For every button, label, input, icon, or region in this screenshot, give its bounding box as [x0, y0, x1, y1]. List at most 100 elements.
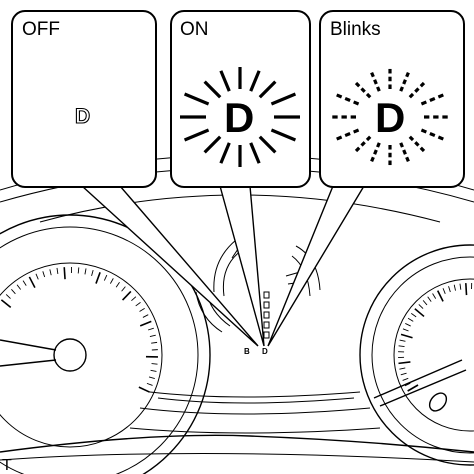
gauge-tick: [77, 267, 80, 274]
corner-mark: T: [2, 457, 12, 474]
panel-on-rays: [180, 67, 300, 167]
gauge-tick: [442, 288, 446, 294]
left-gauge: [0, 214, 211, 474]
blink-ray-dash: [419, 146, 426, 153]
blink-ray-dash: [414, 87, 420, 93]
panel-blinks-label: Blinks: [330, 19, 381, 40]
blink-ray-dash: [402, 149, 407, 155]
panel-on: ON D: [170, 10, 311, 188]
dashboard-lower-contours: [0, 391, 474, 463]
gauge-tick: [418, 304, 424, 309]
blink-ray-dash: [408, 92, 415, 99]
blink-ray-dash: [370, 71, 375, 78]
gauge-tick: [148, 376, 155, 379]
on-ray: [219, 70, 231, 92]
gauge-tick: [135, 301, 141, 307]
blink-ray-dash: [354, 81, 361, 88]
gauge-tick: [109, 278, 114, 284]
gauge-tick: [131, 296, 137, 302]
blink-ray-dash: [399, 86, 404, 92]
panel-off-label: OFF: [22, 19, 60, 40]
blink-ray-dash: [370, 156, 375, 163]
indicator-b-small: B: [244, 347, 250, 356]
gauge-tick: [138, 386, 151, 393]
gauge-tick: [402, 377, 409, 381]
on-ray: [183, 92, 210, 106]
gauge-tick: [28, 276, 36, 288]
blink-ray-dash: [344, 96, 351, 102]
gauge-tick: [142, 314, 149, 318]
blink-ray-dash: [408, 135, 415, 142]
gauge-tick: [11, 289, 16, 295]
gauge-tick: [103, 274, 108, 281]
blink-ray-dash: [365, 135, 372, 142]
gauge-tick: [151, 341, 158, 344]
blink-ray-dash: [405, 71, 410, 78]
indicator-column: [263, 291, 270, 339]
gauge-tick: [405, 323, 411, 327]
panel-on-symbol: D: [224, 94, 254, 141]
on-ray: [249, 142, 261, 164]
gauge-tick: [407, 317, 414, 322]
on-ray: [203, 80, 222, 99]
blink-ray-dash: [336, 93, 343, 99]
blink-ray-dash: [365, 92, 372, 99]
on-ray: [249, 70, 261, 92]
gauge-tick: [414, 308, 425, 318]
blink-ray-dash: [376, 86, 381, 92]
gauge-tick: [146, 382, 153, 386]
on-ray: [258, 135, 277, 154]
gauge-tick: [448, 286, 451, 293]
gauge-tick: [139, 307, 145, 312]
blink-ray-dash: [437, 135, 444, 141]
panel-on-label: ON: [180, 19, 209, 40]
blink-ray-dash: [353, 100, 360, 106]
gauge-tick: [5, 294, 11, 299]
gauge-tick: [35, 273, 39, 280]
blink-ray-dash: [373, 149, 378, 155]
gauge-tick: [150, 369, 157, 372]
gauge-tick: [16, 284, 22, 290]
gauge-tick: [121, 286, 126, 292]
gauge-tick: [115, 282, 120, 288]
gauge-tick: [151, 363, 158, 365]
blink-ray-dash: [344, 132, 351, 138]
callout-pointers: [81, 185, 365, 347]
gauge-tick: [0, 299, 12, 309]
gauge-tick: [459, 283, 462, 290]
blink-ray-dash: [360, 141, 366, 147]
gauge-tick: [63, 267, 66, 280]
gauge-tick: [400, 333, 413, 339]
gauge-tick: [84, 268, 87, 275]
gauge-tick: [436, 290, 444, 302]
gauge-tick: [398, 345, 405, 348]
on-ray: [183, 128, 210, 142]
right-gauge: [359, 244, 474, 466]
gauge-tick: [453, 284, 456, 291]
gauge-tick: [407, 384, 419, 392]
center-small-gauges: [195, 239, 321, 333]
panel-off: OFF D: [11, 10, 157, 188]
blink-ray-dash: [429, 96, 436, 102]
gauge-tick: [147, 327, 154, 331]
gauge-tick: [139, 320, 152, 327]
on-ray: [270, 128, 297, 142]
on-ray: [270, 92, 297, 106]
blink-ray-dash: [399, 142, 404, 148]
gauge-tick: [56, 267, 59, 274]
on-ray: [203, 135, 222, 154]
indicator-d-small: D: [262, 347, 268, 356]
gauge-tick: [149, 334, 156, 337]
blink-ray-dash: [429, 132, 436, 138]
blink-ray-dash: [402, 79, 407, 85]
gauge-tick: [432, 293, 437, 299]
blink-ray-dash: [376, 142, 381, 148]
gauge-tick: [42, 271, 46, 278]
blink-ray-dash: [420, 128, 427, 134]
gauge-tick: [422, 300, 428, 306]
gauge-tick: [95, 272, 101, 284]
gauge-tick: [411, 312, 417, 318]
blink-ray-dash: [373, 79, 378, 85]
gauge-tick: [121, 290, 132, 301]
